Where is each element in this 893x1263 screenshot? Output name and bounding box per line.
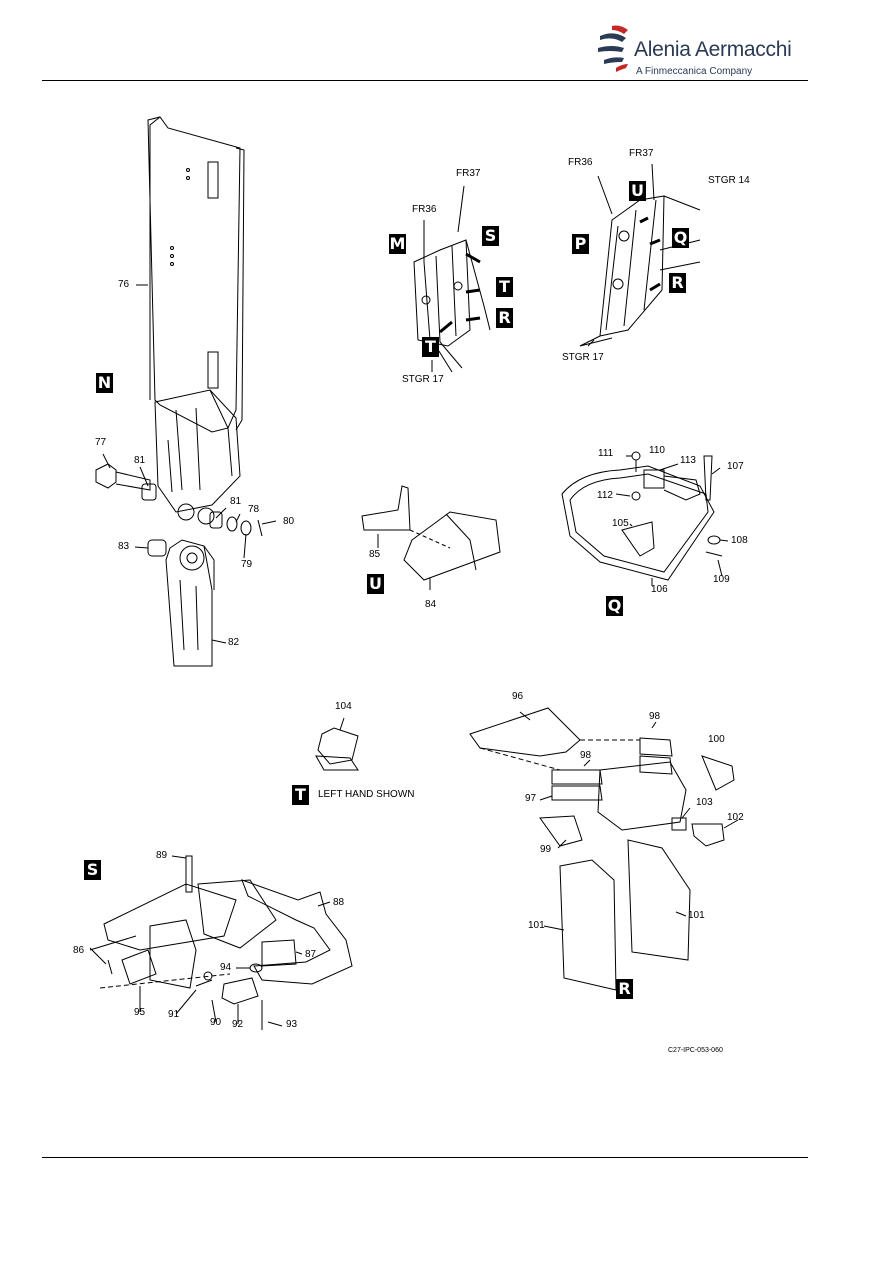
view-key-s: S [84,860,101,880]
callout-84: 84 [425,599,437,610]
figure-code: C27-IPC-053-060 [668,1047,723,1054]
label-fr37-p: FR37 [629,148,654,159]
view-key-q-locator: Q [672,228,689,248]
callout-100: 100 [708,734,725,745]
label-fr37-m: FR37 [456,168,481,179]
view-key-s-locator: S [482,226,499,246]
callout-113: 113 [680,455,696,466]
callout-111: 111 [598,448,614,459]
callout-97: 97 [525,793,537,804]
callout-106: 106 [651,584,668,595]
brand-name: Alenia Aermacchi [634,38,792,61]
callout-78: 78 [248,504,260,515]
callout-85: 85 [369,549,381,560]
callout-102: 102 [727,812,744,823]
callout-80: 80 [283,516,295,527]
callout-103: 103 [696,797,713,808]
label-fr36-p: FR36 [568,157,593,168]
brand-subtitle: A Finmeccanica Company [636,66,753,77]
callout-77: 77 [95,437,107,448]
view-key-q: Q [606,596,623,616]
callout-110: 110 [649,445,665,456]
callout-87: 87 [305,949,317,960]
callout-82: 82 [228,637,240,648]
callout-92: 92 [232,1019,244,1030]
detail-view-r [469,707,739,991]
view-key-m: M [389,234,406,254]
view-key-r: R [616,979,633,999]
callout-88: 88 [333,897,345,908]
view-key-n: N [96,373,113,393]
view-key-t-locator-a: T [496,277,513,297]
callout-86: 86 [73,945,85,956]
callout-76: 76 [118,279,130,290]
callout-95: 95 [134,1007,146,1018]
callout-107: 107 [727,461,744,472]
callout-101-a: 101 [528,920,545,931]
callout-98-a: 98 [649,711,661,722]
detail-view-q [561,451,729,586]
view-key-r-locator-b: R [669,273,686,293]
callout-108: 108 [731,535,748,546]
view-key-r-locator-a: R [496,308,513,328]
callout-96: 96 [512,691,524,702]
propeller-logo-icon [598,25,628,72]
callout-81-b: 81 [230,496,242,507]
footer-rule [42,1157,808,1158]
beam-76-drawing [95,116,277,667]
callout-105: 105 [612,518,629,529]
view-key-u: U [367,574,384,594]
callout-112: 112 [597,490,613,501]
callout-93: 93 [286,1019,298,1030]
callout-83: 83 [118,541,130,552]
callout-109: 109 [713,574,730,585]
detail-view-t [315,717,359,771]
view-key-u-locator: U [629,181,646,201]
callout-98-b: 98 [580,750,592,761]
note-left-hand-shown: LEFT HAND SHOWN [318,789,415,800]
callout-104: 104 [335,701,352,712]
label-stgr17-p: STGR 17 [562,352,604,363]
callout-94: 94 [220,962,232,973]
label-stgr14-p: STGR 14 [708,175,750,186]
callout-90: 90 [210,1017,222,1028]
label-stgr17-m: STGR 17 [402,374,444,385]
callout-91: 91 [168,1009,180,1020]
callout-79: 79 [241,559,253,570]
detail-view-u [361,485,501,590]
header-rule [42,80,808,81]
view-key-t-locator-b: T [422,337,439,357]
view-key-p: P [572,234,589,254]
callout-101-b: 101 [688,910,705,921]
detail-view-s [89,855,353,1030]
callout-81-a: 81 [134,455,146,466]
view-key-t: T [292,785,309,805]
callout-99: 99 [540,844,552,855]
label-fr36-m: FR36 [412,204,437,215]
callout-89: 89 [156,850,168,861]
